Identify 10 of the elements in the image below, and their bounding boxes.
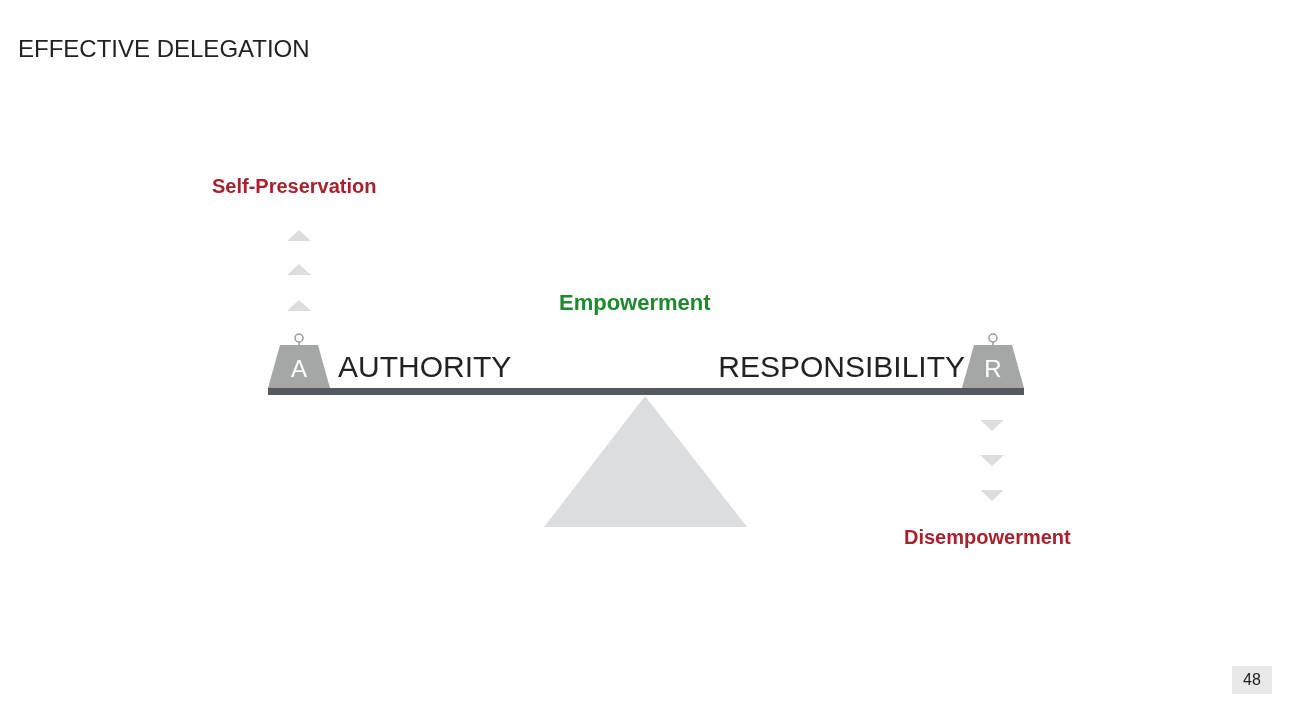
outcome-label: Disempowerment (904, 527, 1071, 547)
outcome-label: Empowerment (559, 292, 711, 314)
side-label: AUTHORITY (338, 352, 512, 382)
fulcrum-triangle (544, 396, 747, 527)
outcome-label: Self-Preservation (212, 176, 377, 196)
page-number: 48 (1232, 666, 1272, 694)
weight-letter: A (290, 357, 308, 381)
slide-title: EFFECTIVE DELEGATION (18, 37, 310, 61)
side-label: RESPONSIBILITY (718, 352, 965, 382)
weight-letter: R (983, 357, 1003, 381)
